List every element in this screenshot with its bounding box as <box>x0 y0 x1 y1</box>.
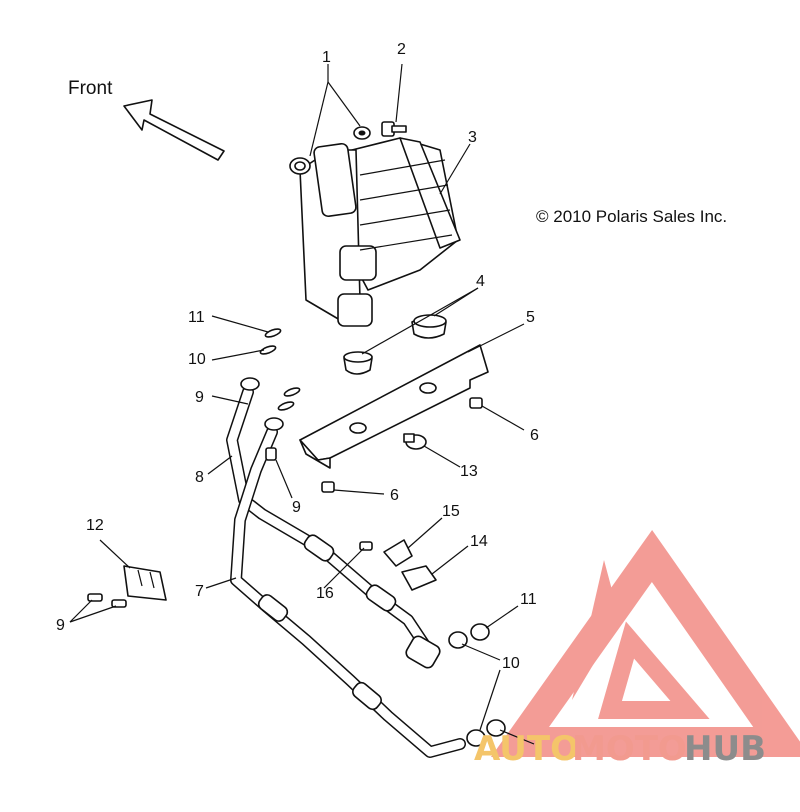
callout-1: 1 <box>322 49 331 66</box>
watermark-hub: HUB <box>684 729 766 769</box>
callout-6b: 6 <box>390 487 399 504</box>
o-ring-part <box>259 328 506 747</box>
grommet-part <box>289 126 371 175</box>
callout-12: 12 <box>86 517 104 534</box>
callout-13: 13 <box>460 463 478 480</box>
callout-7: 7 <box>195 583 204 600</box>
callout-14: 14 <box>470 533 488 550</box>
callout-10b: 10 <box>502 655 520 672</box>
callout-9a: 9 <box>195 389 204 406</box>
callout-6: 6 <box>530 427 539 444</box>
copyright-text: © 2010 Polaris Sales Inc. <box>536 207 727 226</box>
callout-11a: 11 <box>188 309 205 326</box>
callout-3: 3 <box>468 129 477 146</box>
bolt-part <box>381 121 407 137</box>
callout-11b: 11 <box>520 591 537 608</box>
callout-9b: 9 <box>292 499 301 516</box>
mount-clamp-part <box>359 539 437 591</box>
callout-2: 2 <box>397 41 406 58</box>
watermark-moto: MOTO <box>572 729 687 769</box>
callout-9c: 9 <box>56 617 65 634</box>
callout-10a: 10 <box>188 351 206 368</box>
bolt-pair-part <box>87 447 277 608</box>
front-label: Front <box>68 78 113 99</box>
hose-assembly-part <box>226 377 466 758</box>
plate-part <box>123 565 167 601</box>
callout-labels: 1 2 3 4 5 6 6 7 8 9 9 9 10 10 11 11 12 1… <box>56 41 539 672</box>
watermark-text: AUTO MOTO HUB <box>474 729 766 769</box>
bracket-part <box>299 344 489 469</box>
clip-part <box>403 433 427 450</box>
front-arrow-icon <box>123 99 225 161</box>
callout-5: 5 <box>526 309 535 326</box>
oil-cooler-part <box>299 137 461 327</box>
callout-leaders <box>69 63 535 745</box>
callout-4: 4 <box>476 273 485 290</box>
callout-8: 8 <box>195 469 204 486</box>
screw-part <box>321 397 483 493</box>
watermark-logo <box>490 529 800 757</box>
watermark-auto: AUTO <box>474 729 579 769</box>
callout-16: 16 <box>316 585 334 602</box>
callout-15: 15 <box>442 503 460 520</box>
